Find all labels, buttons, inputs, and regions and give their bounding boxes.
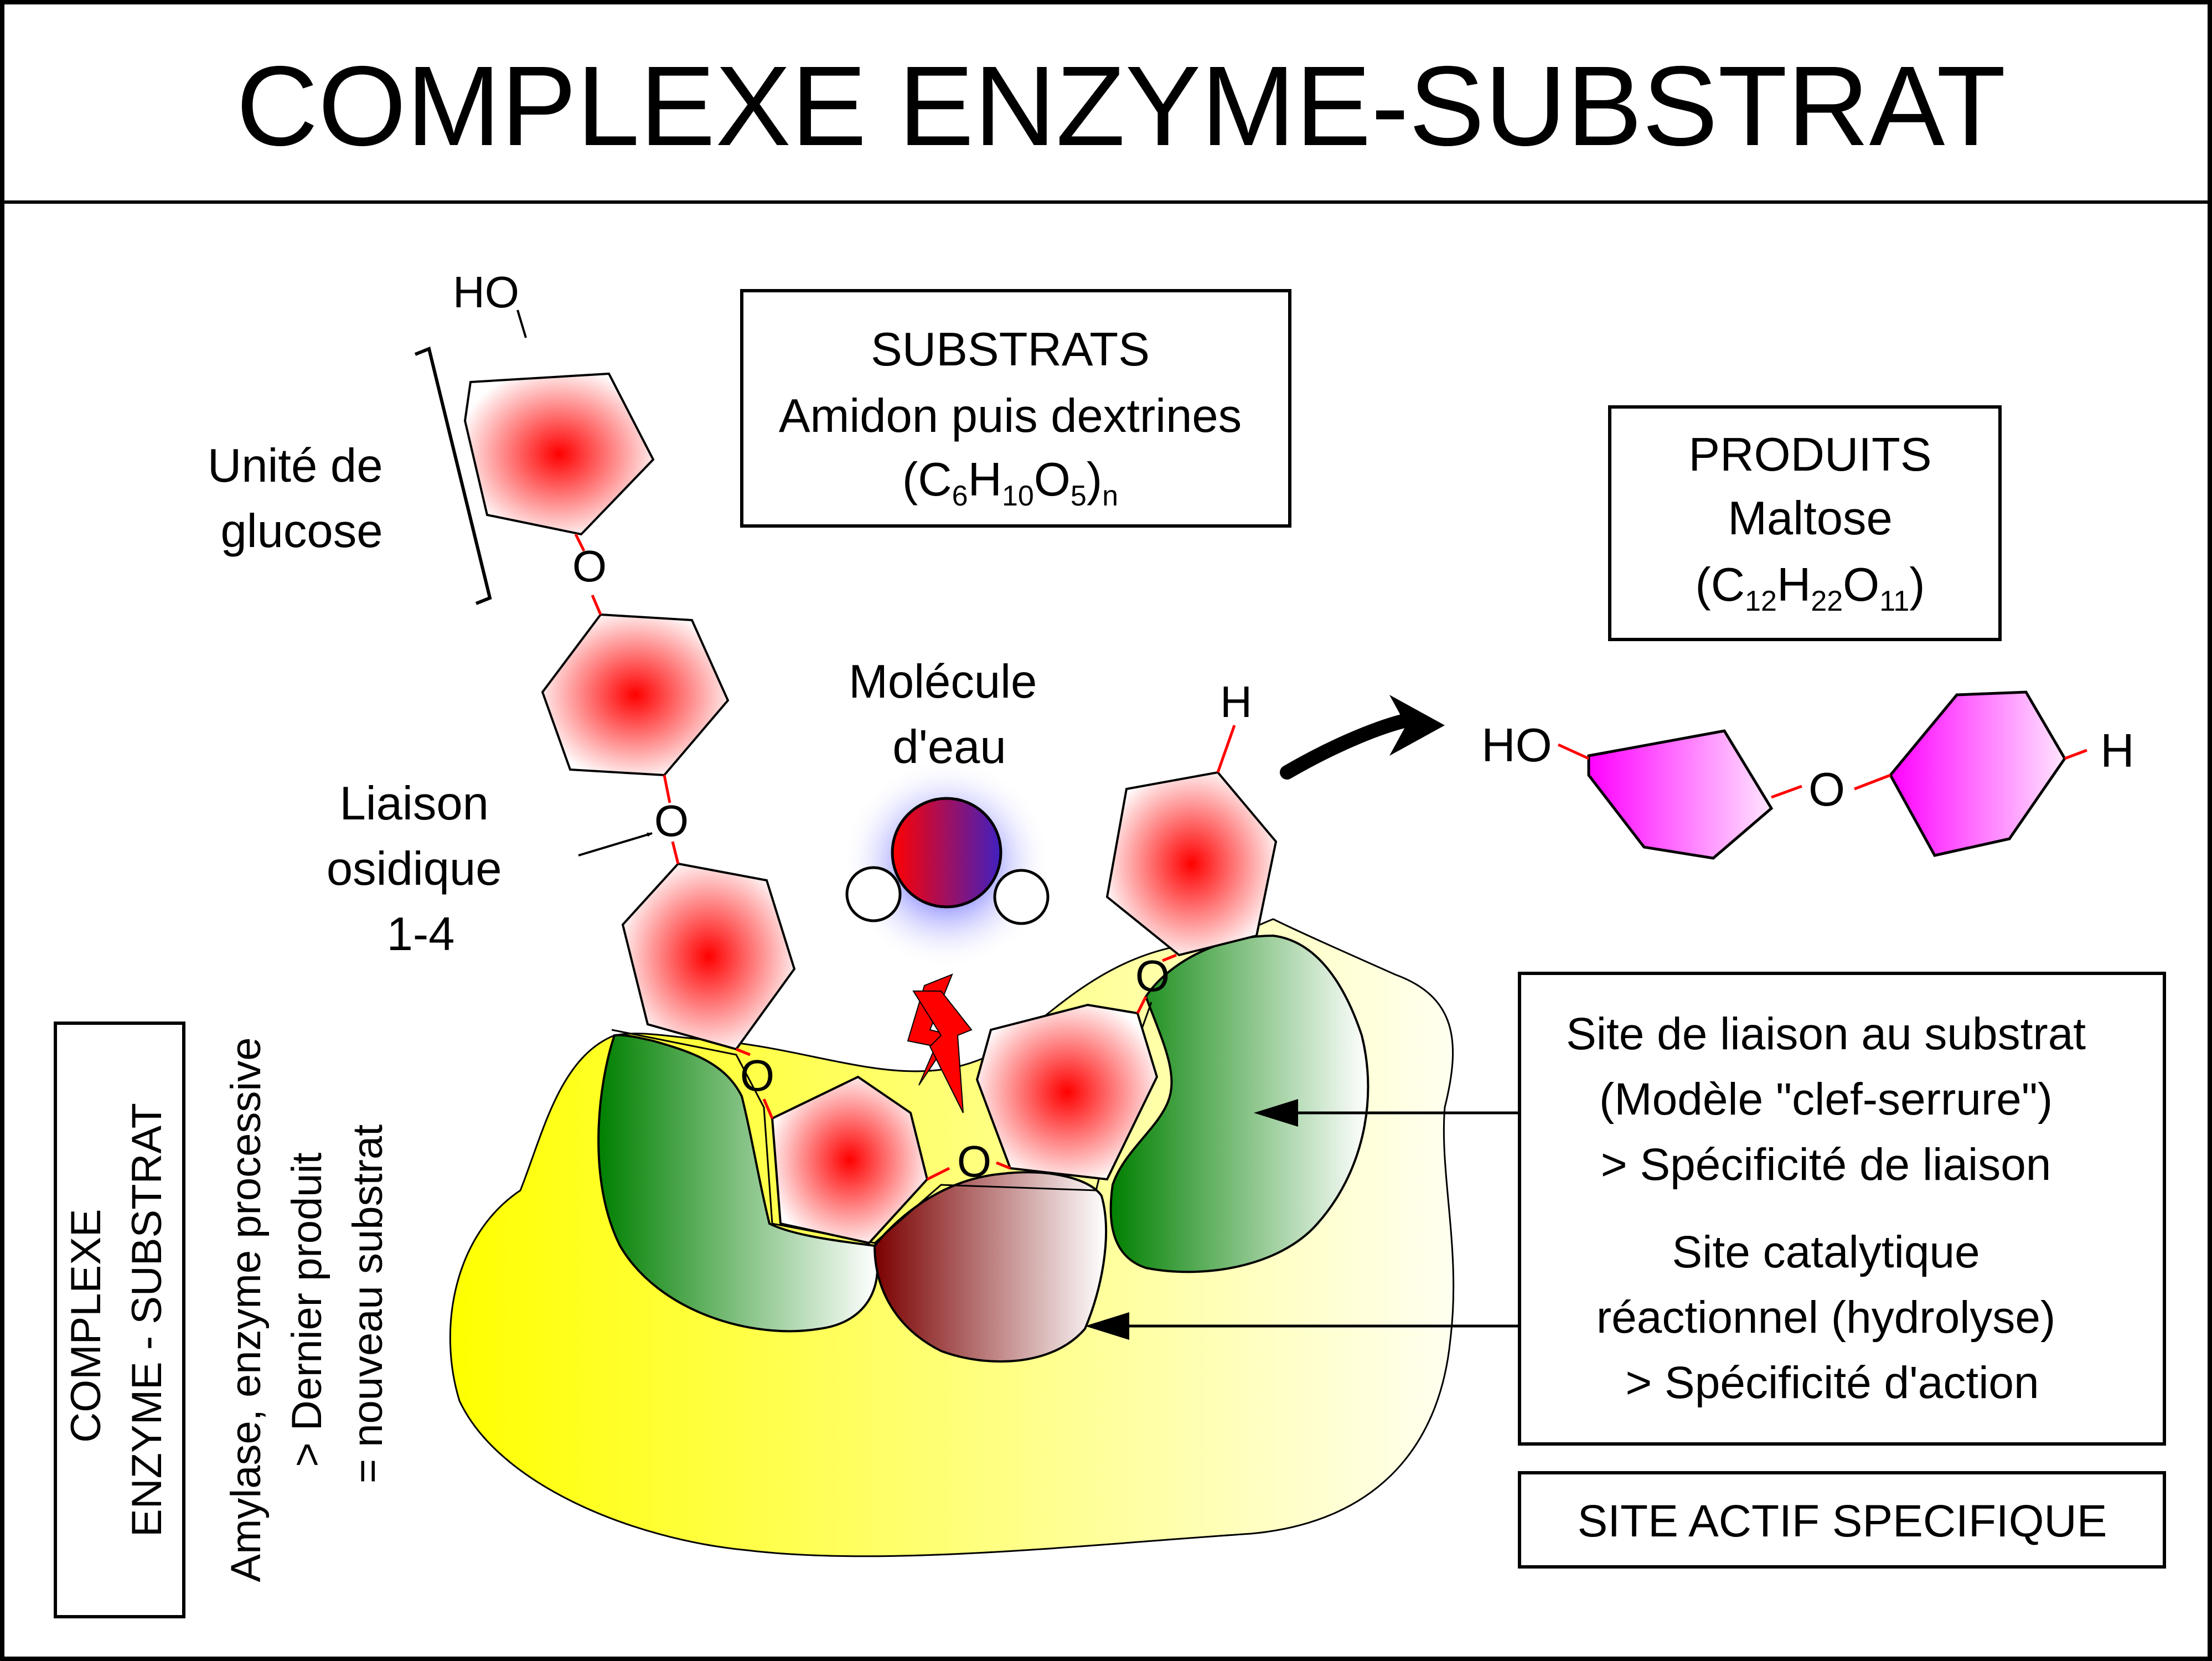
produits-box bbox=[1608, 405, 2002, 641]
maltose-molecule bbox=[1557, 690, 2087, 860]
maltose-ring-left bbox=[1587, 729, 1774, 860]
side-box bbox=[54, 1022, 185, 1618]
water-molecule bbox=[841, 759, 1052, 969]
oxygen-label: O bbox=[572, 541, 607, 591]
bond bbox=[574, 533, 586, 552]
hydrogen-label: H bbox=[1220, 677, 1252, 726]
produits-formula: (C12H22O11) bbox=[1695, 559, 1925, 617]
site-actif-box bbox=[1518, 1471, 2166, 1569]
hydroxyl-top-label: HO bbox=[453, 267, 519, 317]
substrats-line2: Amidon puis dextrines bbox=[779, 390, 1242, 442]
catalytic-site bbox=[873, 1171, 1107, 1363]
maltose-h-label: H bbox=[2100, 725, 2134, 777]
liaison-arrow bbox=[578, 832, 653, 857]
glucose-ring bbox=[975, 1003, 1159, 1181]
glucose-chain bbox=[463, 309, 1278, 1245]
maltose-ho-label: HO bbox=[1481, 719, 1552, 772]
bond bbox=[516, 309, 527, 338]
oxygen-label: O bbox=[654, 796, 689, 845]
site-description-text: Site de liaison au substrat (Modèle "cle… bbox=[1566, 1009, 2099, 1408]
substrats-heading: SUBSTRATS bbox=[871, 323, 1150, 376]
hydrogen-atom-right bbox=[993, 869, 1050, 925]
lightning-icon bbox=[912, 991, 973, 1113]
bond bbox=[2064, 749, 2087, 760]
bond bbox=[1162, 953, 1177, 962]
bond bbox=[762, 1098, 774, 1119]
catalytic-site-pointer-head bbox=[1085, 1312, 1129, 1340]
reaction-arrow bbox=[1280, 713, 1416, 780]
bond bbox=[1136, 995, 1148, 1014]
bond bbox=[1216, 725, 1236, 773]
reaction-arrowhead bbox=[1389, 695, 1445, 756]
site-description-box bbox=[1518, 972, 2166, 1446]
liaison-label: Liaison osidique 1-4 bbox=[327, 777, 515, 961]
bond bbox=[736, 1048, 751, 1056]
oxygen-label: O bbox=[957, 1137, 991, 1186]
hydrogen-atom-left bbox=[845, 866, 902, 922]
substrats-formula: (C6H10O5)n bbox=[902, 453, 1118, 512]
bond bbox=[663, 775, 671, 803]
glucose-unit-bracket bbox=[414, 346, 492, 605]
site-actif-label: SITE ACTIF SPECIFIQUE bbox=[1578, 1496, 2107, 1546]
oxygen-label: O bbox=[740, 1051, 774, 1100]
bond bbox=[1854, 773, 1891, 791]
side-description-text: Amylase, enzyme processive > Dernier pro… bbox=[223, 1025, 391, 1582]
produits-line2: Maltose bbox=[1728, 492, 1893, 545]
bond bbox=[1557, 743, 1590, 760]
oxygen-atom bbox=[891, 797, 1002, 909]
produits-heading: PRODUITS bbox=[1688, 429, 1931, 481]
bond bbox=[926, 1167, 950, 1181]
bond bbox=[671, 841, 680, 864]
oxygen-label: O bbox=[1135, 951, 1170, 1000]
glucose-unit-label: Unité de glucose bbox=[208, 440, 396, 558]
binding-site-pointer-head bbox=[1254, 1099, 1298, 1127]
substrats-box bbox=[740, 289, 1291, 528]
side-box-text: COMPLEXE ENZYME - SUBSTRAT bbox=[63, 1103, 170, 1537]
bond bbox=[1771, 785, 1802, 799]
binding-site-right bbox=[1109, 934, 1369, 1273]
glucose-ring bbox=[463, 372, 655, 536]
maltose-oxygen-label: O bbox=[1808, 764, 1845, 816]
bond bbox=[996, 1161, 1011, 1170]
bond bbox=[591, 595, 602, 615]
page-title: COMPLEXE ENZYME-SUBSTRAT bbox=[236, 43, 2006, 169]
